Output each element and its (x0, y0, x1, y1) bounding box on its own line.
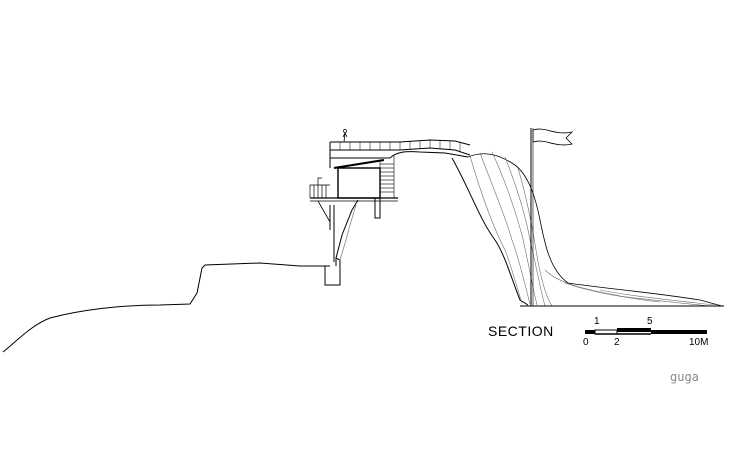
scale-label-1: 1 (594, 316, 600, 327)
upper-frame (329, 142, 390, 168)
terrain-left (2, 262, 330, 353)
rock-support (335, 199, 359, 259)
pavilion-box (337, 167, 381, 199)
walkway-railing (339, 140, 461, 152)
scale-bar (585, 328, 707, 335)
cliff-hatch (469, 151, 716, 307)
section-title: SECTION (488, 323, 554, 339)
credit-watermark: guga (670, 370, 699, 384)
scale-label-5: 5 (647, 316, 653, 327)
flag-icon (532, 128, 574, 146)
scale-label-10m: 10M (689, 337, 709, 348)
pavilion-roof (333, 159, 385, 169)
railing-lamp (317, 177, 322, 185)
stairs (379, 155, 395, 198)
cliff-outline (451, 157, 529, 306)
rock-support-inner (339, 204, 357, 261)
cliff-top (467, 153, 723, 307)
scale-label-2: 2 (614, 337, 620, 348)
foundation-step (324, 257, 341, 286)
lower-railing (309, 184, 330, 198)
walkway-curve (389, 151, 469, 159)
scale-label-0: 0 (583, 337, 589, 348)
person-head (343, 129, 347, 133)
lower-deck-beam (317, 200, 331, 223)
person-figure (342, 132, 348, 143)
